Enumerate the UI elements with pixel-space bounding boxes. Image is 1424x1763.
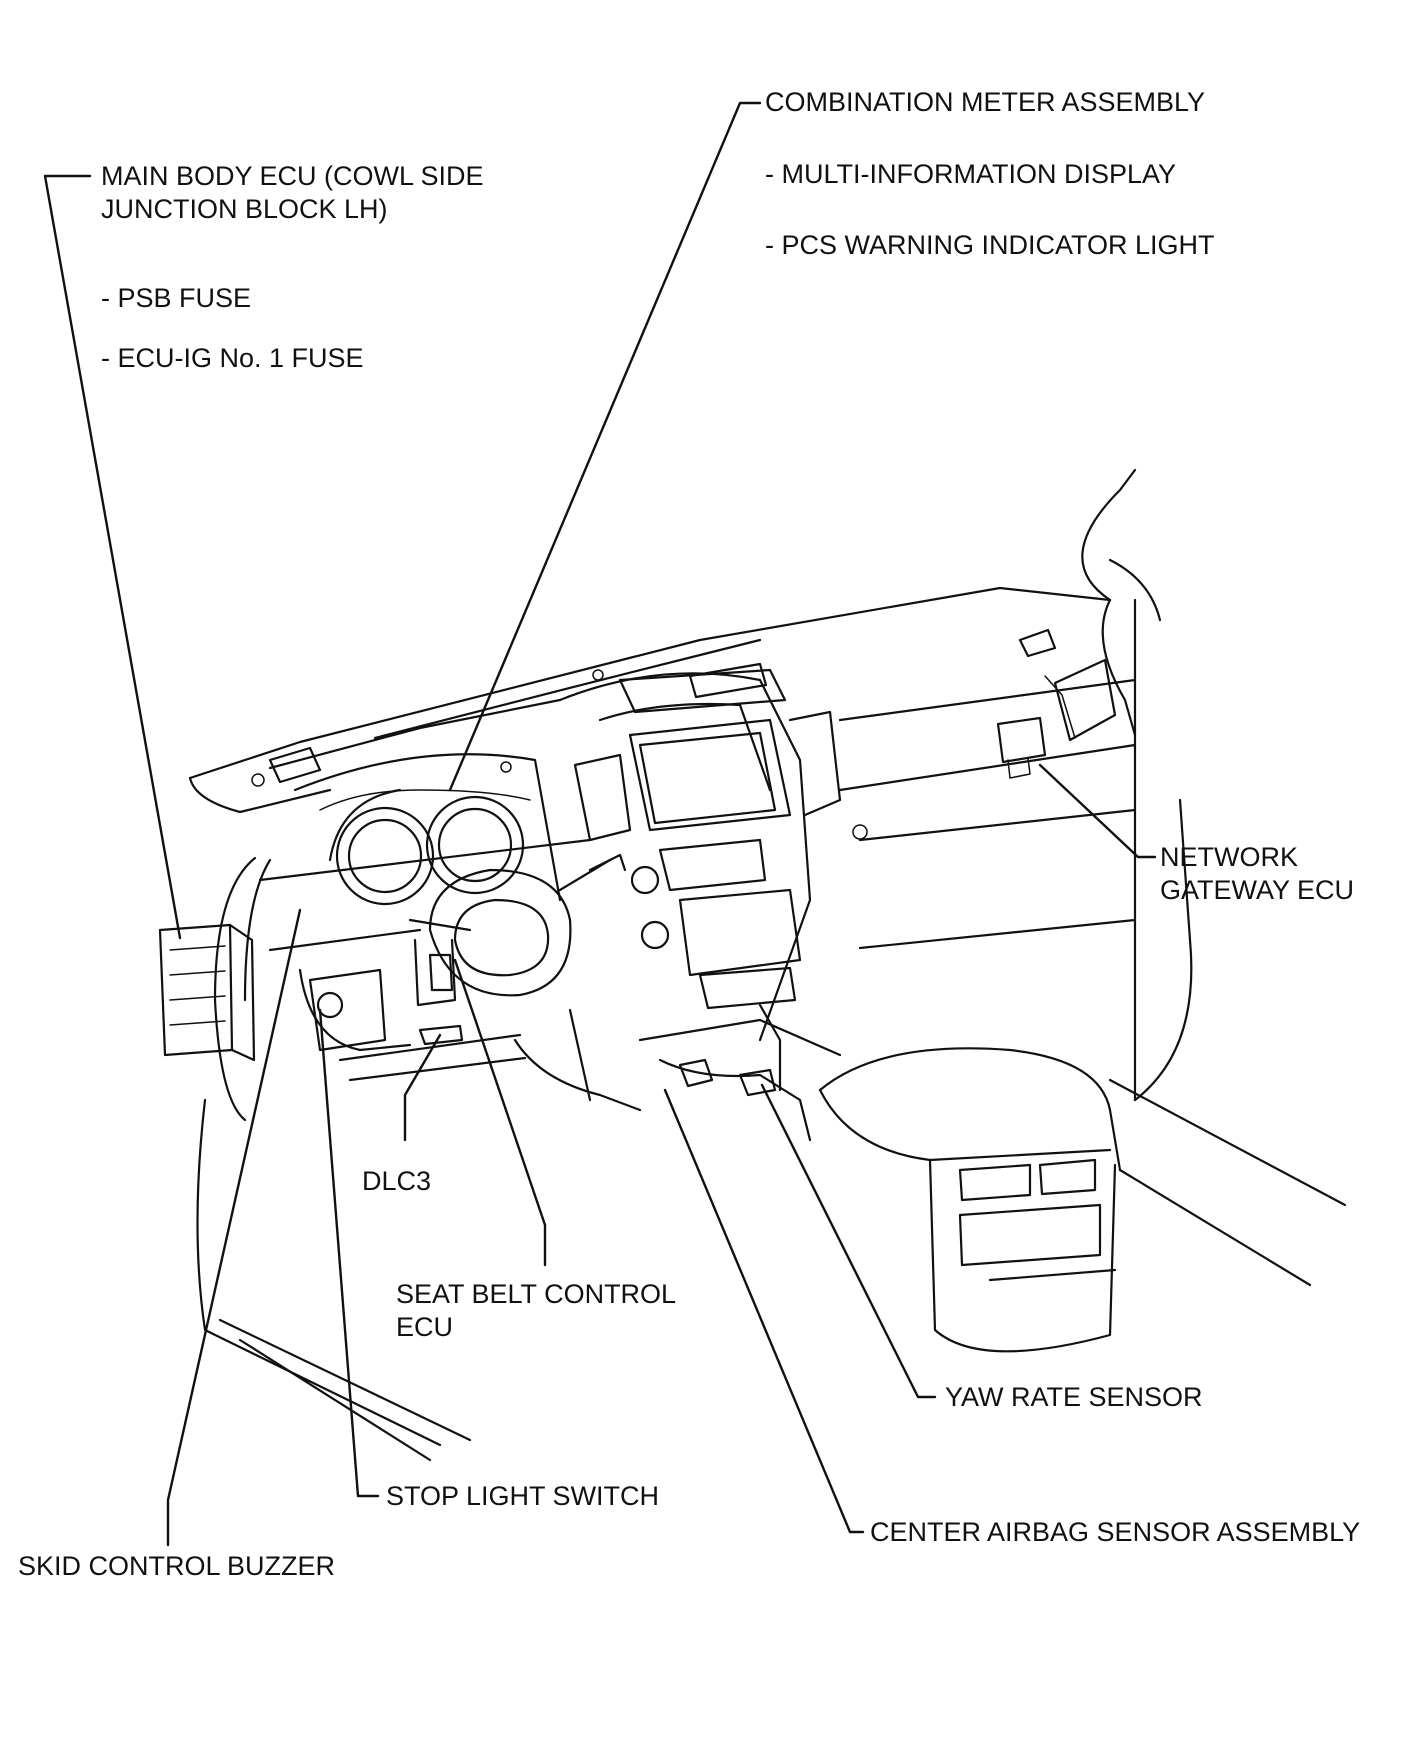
leader-main-body-ecu bbox=[43, 174, 182, 940]
psb-fuse-label: - PSB FUSE bbox=[101, 283, 252, 313]
pcs-warning-light-label: - PCS WARNING INDICATOR LIGHT bbox=[765, 230, 1215, 260]
leader-lines bbox=[43, 101, 1157, 1547]
yaw-rate-sensor-label: YAW RATE SENSOR bbox=[945, 1382, 1203, 1412]
leader-skid-control-buzzer bbox=[166, 908, 302, 1547]
stop-light-switch-label: STOP LIGHT SWITCH bbox=[386, 1481, 660, 1511]
ecu-ig-fuse-label: - ECU-IG No. 1 FUSE bbox=[101, 343, 364, 373]
seat-belt-ecu-label: SEAT BELT CONTROL ECU bbox=[396, 1279, 677, 1342]
leader-seat-belt-ecu bbox=[453, 958, 547, 1267]
leader-network-gateway bbox=[1038, 763, 1157, 859]
combination-meter-label: COMBINATION METER ASSEMBLY bbox=[765, 87, 1206, 117]
leader-stop-light-switch bbox=[318, 1008, 380, 1498]
multi-information-display-label: - MULTI-INFORMATION DISPLAY bbox=[765, 159, 1177, 189]
center-airbag-sensor-label: CENTER AIRBAG SENSOR ASSEMBLY bbox=[870, 1517, 1361, 1547]
dlc3-label: DLC3 bbox=[362, 1166, 432, 1196]
leader-yaw-rate-sensor bbox=[760, 1083, 937, 1399]
skid-control-buzzer-label: SKID CONTROL BUZZER bbox=[18, 1551, 336, 1581]
leader-center-airbag-sensor bbox=[663, 1088, 865, 1534]
leader-dlc3 bbox=[403, 1033, 442, 1142]
dashboard-outline bbox=[158, 468, 1347, 1462]
leader-combination-meter bbox=[448, 101, 762, 792]
network-gateway-label: NETWORK GATEWAY ECU bbox=[1160, 842, 1355, 905]
main-body-ecu-label: MAIN BODY ECU (COWL SIDE JUNCTION BLOCK … bbox=[101, 161, 484, 224]
